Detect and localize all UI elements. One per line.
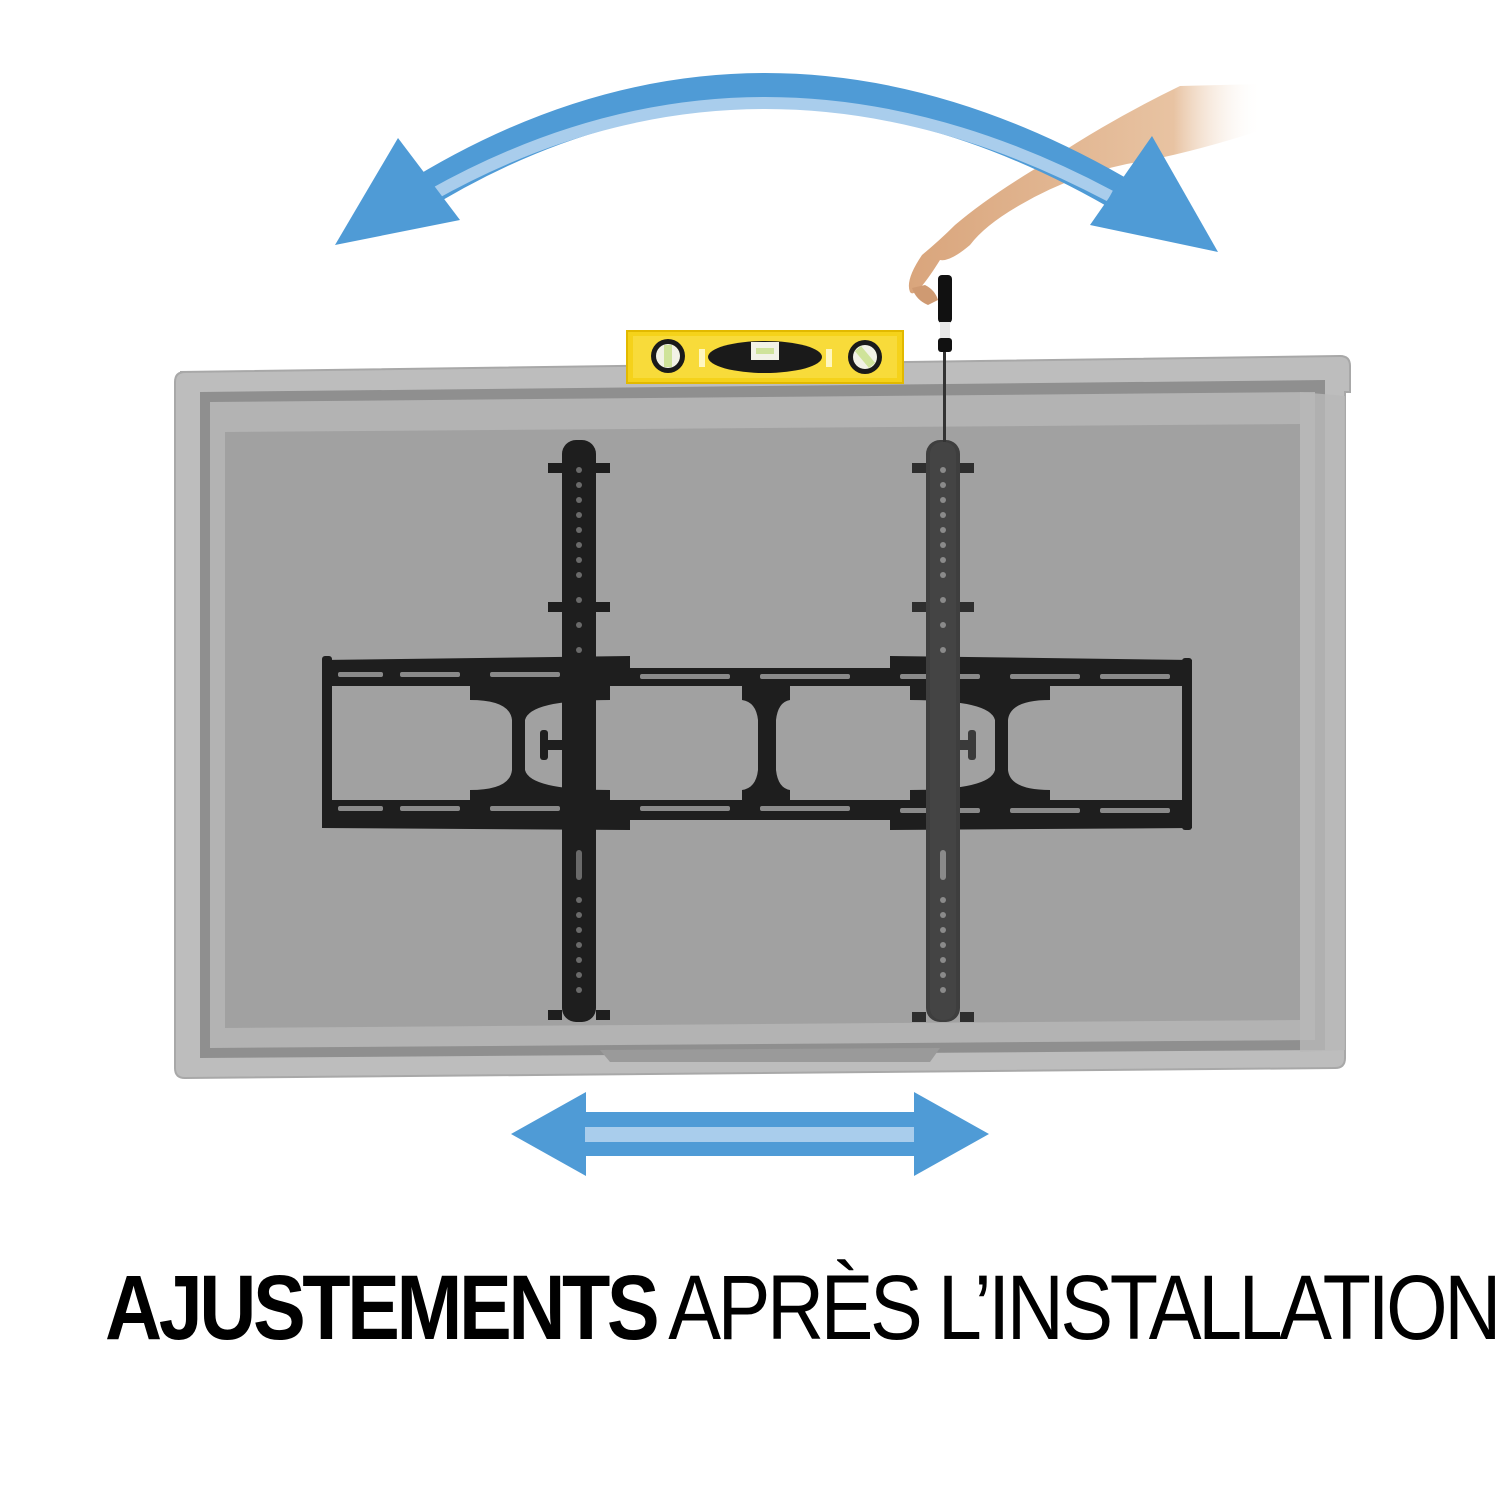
spirit-level-icon: [626, 330, 904, 384]
rotate-arrow-icon: [335, 73, 1218, 252]
caption-bold: AJUSTEMENTS: [105, 1257, 660, 1359]
vertical-arm-left: [548, 440, 610, 1022]
caption-regular: APRÈS L’INSTALLATION: [668, 1257, 1500, 1359]
shift-arrow-icon: [511, 1092, 989, 1176]
hand-with-screwdriver: [908, 84, 1262, 442]
vertical-arm-right: [912, 440, 974, 1022]
